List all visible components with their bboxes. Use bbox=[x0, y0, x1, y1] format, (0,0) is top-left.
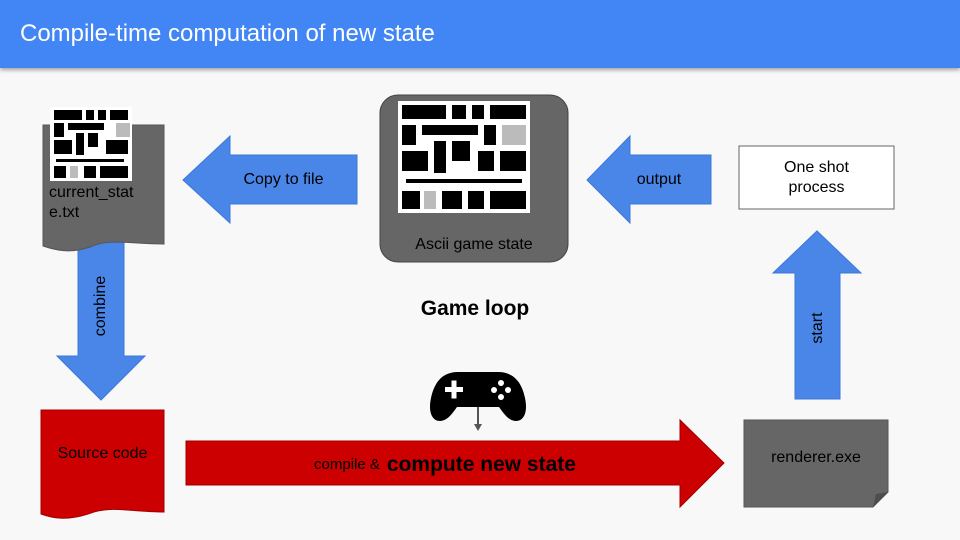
ascii-art-thumbnail-small bbox=[50, 107, 132, 181]
folded-corner bbox=[873, 492, 888, 507]
copy-to-file-arrow bbox=[182, 134, 358, 225]
start-label: start bbox=[809, 312, 826, 344]
ascii-art-thumbnail-large bbox=[398, 101, 530, 213]
one-shot-process-label: One shot process bbox=[784, 159, 849, 196]
compile-arrow-label: compile & compute new state bbox=[240, 452, 650, 478]
game-loop-label: Game loop bbox=[420, 297, 530, 320]
title-bar: Compile-time computation of new state bbox=[0, 0, 960, 68]
gamepad-icon bbox=[430, 372, 526, 431]
source-code-file-shape bbox=[40, 409, 165, 519]
copy-to-file-label: Copy to file bbox=[243, 171, 324, 188]
combine-label: combine bbox=[92, 275, 109, 337]
renderer-exe-label: renderer.exe bbox=[771, 449, 861, 466]
current-state-file-label: current_stat e.txt bbox=[49, 184, 134, 221]
page-title: Compile-time computation of new state bbox=[20, 20, 435, 47]
output-arrow bbox=[586, 134, 712, 225]
source-code-label: Source code bbox=[57, 445, 148, 462]
output-label: output bbox=[636, 171, 682, 188]
start-arrow bbox=[771, 230, 863, 400]
compile-prefix-label: compile & bbox=[314, 456, 380, 473]
one-shot-process-box bbox=[738, 145, 895, 210]
compile-arrow bbox=[185, 418, 725, 509]
ascii-game-state-label: Ascii game state bbox=[415, 236, 533, 253]
compute-new-state-label: compute new state bbox=[386, 453, 576, 476]
combine-arrow bbox=[55, 241, 147, 401]
